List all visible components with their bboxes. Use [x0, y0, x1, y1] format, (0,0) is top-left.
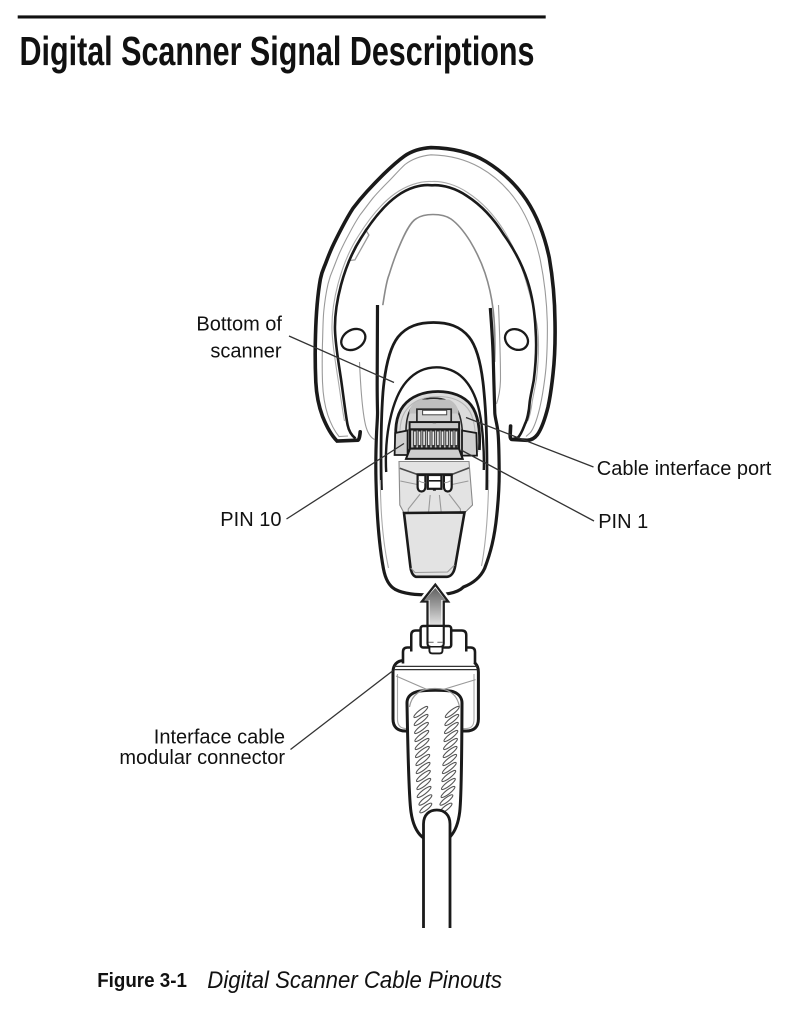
svg-text:Digital Scanner Signal Descrip: Digital Scanner Signal Descriptions — [20, 28, 535, 74]
svg-text:Figure 3-1: Figure 3-1 — [97, 969, 187, 992]
svg-text:Interface cable: Interface cable — [154, 726, 285, 748]
svg-text:modular connector: modular connector — [119, 747, 285, 769]
svg-text:Bottom of: Bottom of — [196, 314, 282, 336]
svg-text:Digital Scanner Cable Pinouts: Digital Scanner Cable Pinouts — [207, 967, 502, 994]
svg-text:scanner: scanner — [210, 341, 281, 363]
svg-text:PIN 10: PIN 10 — [220, 509, 281, 531]
svg-text:Cable interface port: Cable interface port — [597, 458, 772, 480]
svg-text:PIN 1: PIN 1 — [598, 511, 648, 533]
